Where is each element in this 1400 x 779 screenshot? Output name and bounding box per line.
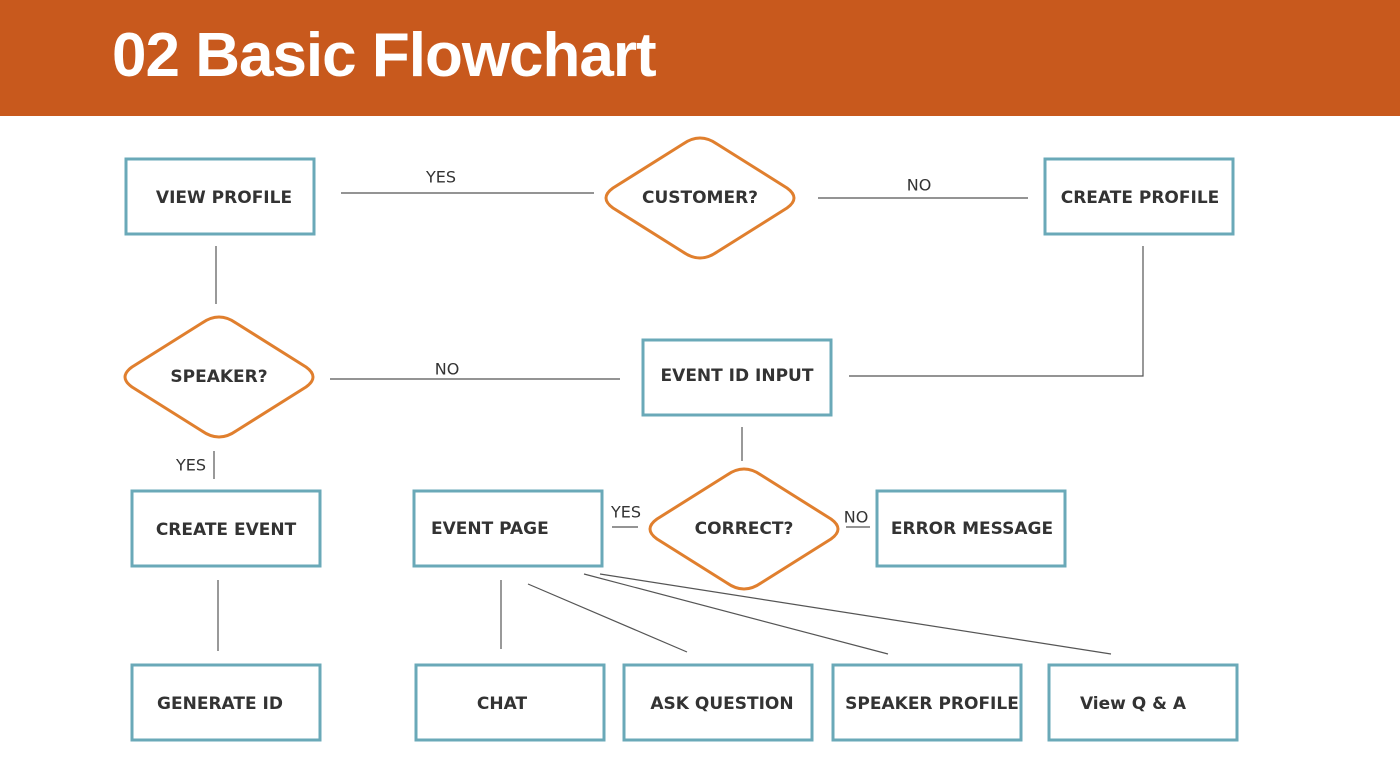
error-message-box (875, 489, 1067, 568)
ask-question-box (622, 663, 814, 742)
connectors (213, 192, 1144, 655)
edge-label-customer-yes: YES (425, 168, 456, 187)
node-ask-question: ASK QUESTION (622, 663, 814, 742)
chat-box (414, 663, 606, 742)
node-error-message: ERROR MESSAGE (875, 489, 1067, 568)
view-profile-box (124, 157, 316, 236)
event-page-label: EVENT PAGE (431, 519, 549, 539)
create-event-label: CREATE EVENT (156, 520, 297, 540)
create-event-box (130, 489, 322, 568)
edge-label-customer-no: NO (907, 176, 932, 195)
event-page-box (412, 489, 604, 568)
generate-id-box (130, 663, 322, 742)
chat-label: CHAT (477, 694, 528, 714)
edge-labels: YES NO NO YES YES NO (175, 168, 931, 527)
node-event-id-input: EVENT ID INPUT (641, 338, 833, 417)
edge-event-page-to-ask-question (527, 583, 688, 653)
node-generate-id: GENERATE ID (130, 663, 322, 742)
edge-create-profile-to-event-id-input (849, 246, 1144, 377)
node-speaker: SPEAKER? (123, 315, 315, 439)
edge-event-page-to-speaker-profile (583, 573, 889, 655)
speaker-profile-label: SPEAKER PROFILE (845, 694, 1019, 714)
page-title: 02 Basic Flowchart (112, 21, 657, 90)
node-event-page: EVENT PAGE (412, 489, 604, 568)
node-speaker-profile: SPEAKER PROFILE (831, 663, 1023, 742)
node-view-qa: View Q & A (1047, 663, 1239, 742)
correct-diamond (648, 467, 840, 591)
node-create-profile: CREATE PROFILE (1043, 157, 1235, 236)
error-message-label: ERROR MESSAGE (891, 519, 1053, 539)
customer-label: CUSTOMER? (642, 188, 758, 208)
edge-label-speaker-yes: YES (175, 456, 206, 475)
customer-diamond (604, 136, 796, 260)
speaker-label: SPEAKER? (170, 367, 267, 387)
node-view-profile: VIEW PROFILE (124, 157, 316, 236)
edge-label-correct-no: NO (844, 508, 869, 527)
edge-event-page-to-view-qa (599, 573, 1112, 655)
title-banner: 02 Basic Flowchart (0, 0, 1400, 116)
event-id-input-label: EVENT ID INPUT (661, 366, 814, 386)
view-qa-label: View Q & A (1080, 694, 1187, 714)
ask-question-label: ASK QUESTION (650, 694, 793, 714)
view-profile-label: VIEW PROFILE (156, 188, 292, 208)
create-profile-box (1043, 157, 1235, 236)
create-profile-label: CREATE PROFILE (1061, 188, 1220, 208)
speaker-profile-box (831, 663, 1023, 742)
node-chat: CHAT (414, 663, 606, 742)
edge-label-correct-yes: YES (610, 503, 641, 522)
correct-label: CORRECT? (695, 519, 794, 539)
generate-id-label: GENERATE ID (157, 694, 283, 714)
speaker-diamond (123, 315, 315, 439)
edge-label-speaker-no: NO (435, 360, 460, 379)
event-id-input-box (641, 338, 833, 417)
node-customer: CUSTOMER? (604, 136, 796, 260)
node-create-event: CREATE EVENT (130, 489, 322, 568)
view-qa-box (1047, 663, 1239, 742)
node-correct: CORRECT? (648, 467, 840, 591)
